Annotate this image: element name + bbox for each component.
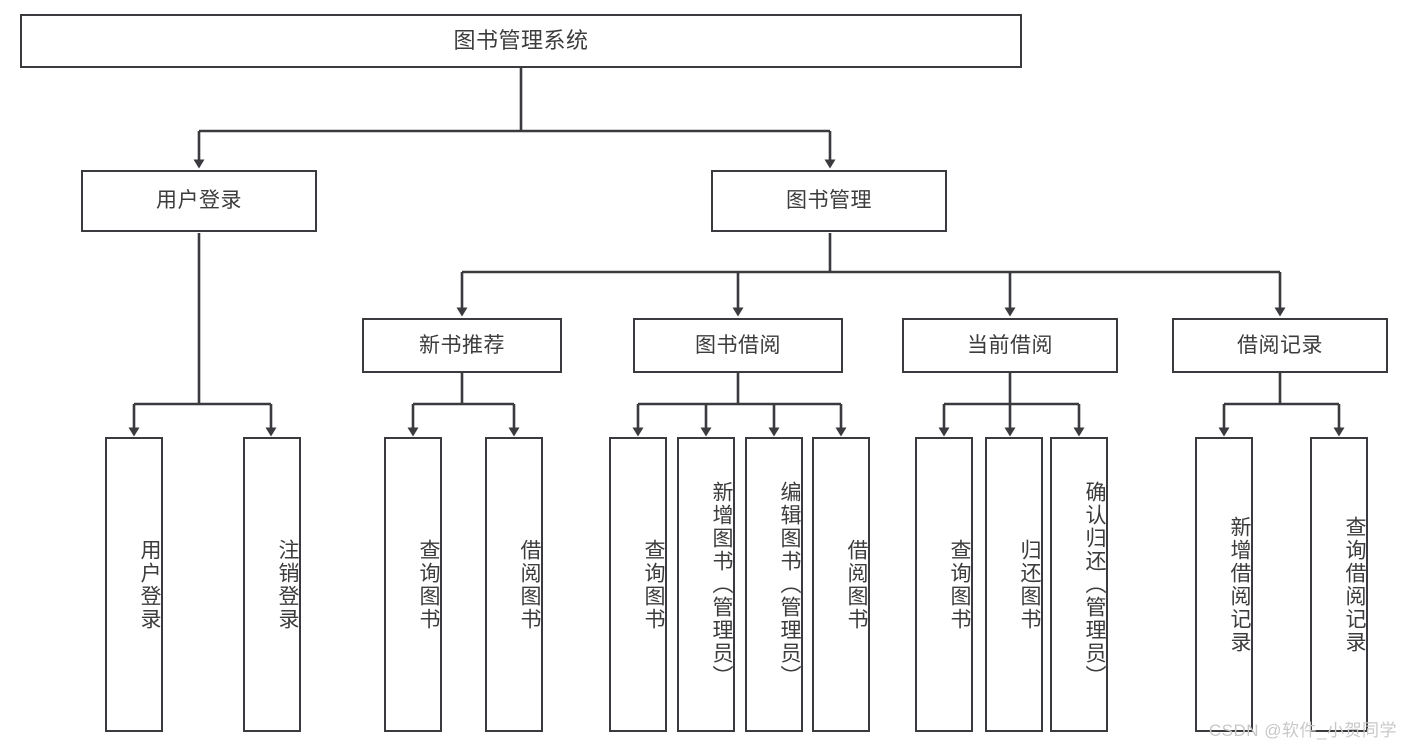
node-leaf-add-book-admin[interactable]: 新增图书（管理员）: [677, 437, 735, 732]
leaf-label: 编辑图书（管理员）: [778, 481, 801, 688]
node-leaf-return-book[interactable]: 归还图书: [985, 437, 1043, 732]
node-leaf-edit-book-admin[interactable]: 编辑图书（管理员）: [745, 437, 803, 732]
node-leaf-borrow-book-recommend[interactable]: 借阅图书: [485, 437, 543, 732]
leaf-label: 用户登录: [138, 538, 161, 631]
node-book-borrow[interactable]: 图书借阅: [633, 318, 843, 373]
node-root-book-management-system[interactable]: 图书管理系统: [20, 14, 1022, 68]
node-leaf-borrow-book-borrow[interactable]: 借阅图书: [812, 437, 870, 732]
node-leaf-query-book-borrow[interactable]: 查询图书: [609, 437, 667, 732]
leaf-label: 借阅图书: [518, 538, 541, 631]
node-user-login[interactable]: 用户登录: [81, 170, 317, 232]
leaf-label: 归还图书: [1018, 538, 1041, 631]
watermark-text: CSDN @软件_小贺同学: [1208, 721, 1397, 740]
leaf-label: 查询借阅记录: [1343, 515, 1366, 654]
leaf-label: 查询图书: [948, 538, 971, 631]
leaf-label: 查询图书: [417, 538, 440, 631]
node-leaf-query-borrow-record[interactable]: 查询借阅记录: [1310, 437, 1368, 732]
node-leaf-confirm-return-admin[interactable]: 确认归还（管理员）: [1050, 437, 1108, 732]
leaf-label: 新增借阅记录: [1228, 515, 1251, 654]
leaf-label: 新增图书（管理员）: [710, 481, 733, 688]
node-book-management[interactable]: 图书管理: [711, 170, 947, 232]
leaf-label: 借阅图书: [845, 538, 868, 631]
node-leaf-user-login[interactable]: 用户登录: [105, 437, 163, 732]
leaf-label: 查询图书: [642, 538, 665, 631]
node-leaf-add-borrow-record[interactable]: 新增借阅记录: [1195, 437, 1253, 732]
leaf-label: 确认归还（管理员）: [1083, 481, 1106, 688]
node-current-borrow[interactable]: 当前借阅: [902, 318, 1118, 373]
node-leaf-logout[interactable]: 注销登录: [243, 437, 301, 732]
leaf-label: 注销登录: [276, 538, 299, 631]
node-new-book-recommend[interactable]: 新书推荐: [362, 318, 562, 373]
node-leaf-query-book-current[interactable]: 查询图书: [915, 437, 973, 732]
node-borrow-record[interactable]: 借阅记录: [1172, 318, 1388, 373]
node-leaf-query-book-recommend[interactable]: 查询图书: [384, 437, 442, 732]
